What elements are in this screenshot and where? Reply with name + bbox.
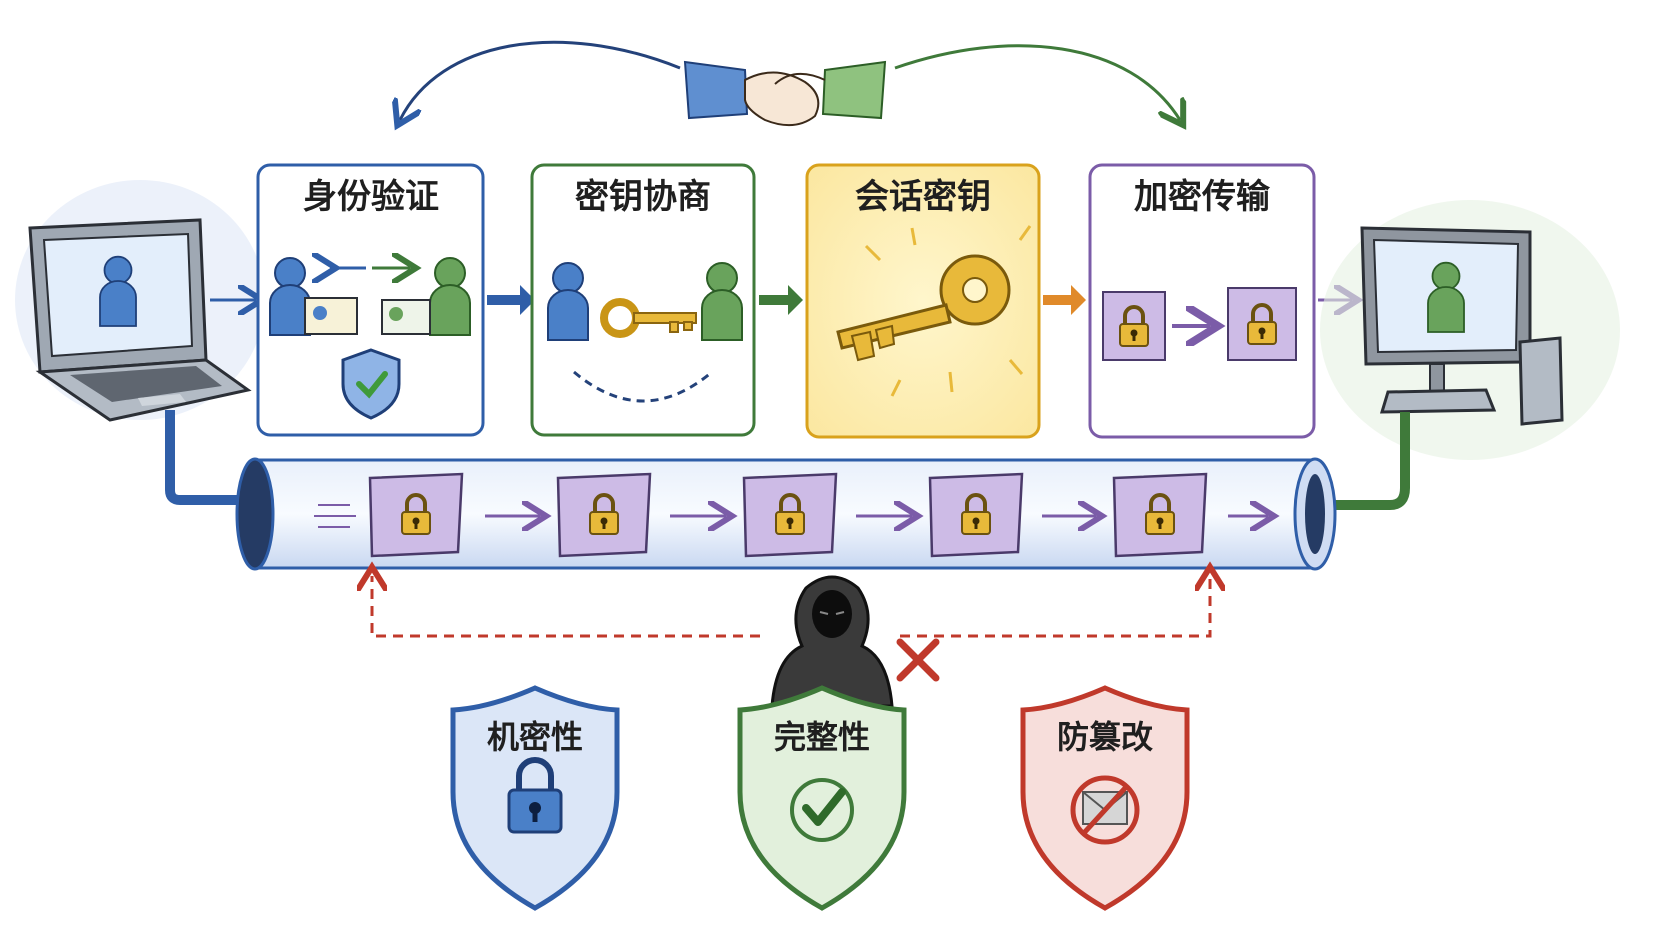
property-tamper-proof-title: 防篡改 (1057, 718, 1153, 756)
property-integrity-title: 完整性 (774, 718, 870, 756)
red-x-icon (896, 638, 940, 682)
handshake-arc-right (894, 44, 1180, 120)
step-key-negotiation-title: 密钥协商 (575, 177, 711, 217)
step-identity-box: 身份验证 (256, 163, 485, 437)
client-cable (165, 410, 245, 505)
server-cable (1325, 412, 1410, 510)
sparkle-lines (864, 225, 1032, 397)
tunnel-packets (314, 474, 1268, 556)
step-encrypted-transfer-box: 加密传输 (1088, 163, 1316, 439)
locked-packet-icon (930, 474, 1022, 556)
property-tamper-proof-shield: 防篡改 (1020, 685, 1190, 911)
hooded-attacker-icon (770, 575, 894, 708)
property-integrity-shield: 完整性 (737, 685, 907, 911)
no-tamper-icon (1070, 775, 1140, 845)
property-confidentiality-shield: 机密性 (450, 685, 620, 911)
step-session-key-title: 会话密钥 (855, 177, 991, 217)
locked-packet-icon (744, 474, 836, 556)
handshake-icon (683, 60, 887, 127)
blocked-attack-path-right (900, 576, 1210, 638)
lock-icon (507, 757, 563, 834)
locked-packet-icon (1114, 474, 1206, 556)
locked-packet-icon (370, 474, 462, 556)
desktop-computer-icon (1320, 200, 1620, 460)
property-confidentiality-title: 机密性 (487, 718, 583, 756)
key-icon (600, 298, 697, 338)
step-identity-title: 身份验证 (303, 177, 439, 217)
session-key-icon (836, 254, 1011, 362)
shield-check-icon (341, 348, 401, 420)
checkmark-icon (790, 778, 854, 842)
laptop-icon (15, 180, 265, 422)
step-session-key-box: 会话密钥 (805, 163, 1041, 439)
locked-packet-icon (558, 474, 650, 556)
handshake-arc-left (400, 40, 681, 120)
step-encrypted-transfer-title: 加密传输 (1134, 177, 1271, 217)
step-key-negotiation-box: 密钥协商 (530, 163, 756, 437)
blocked-attack-path-left (372, 576, 760, 638)
